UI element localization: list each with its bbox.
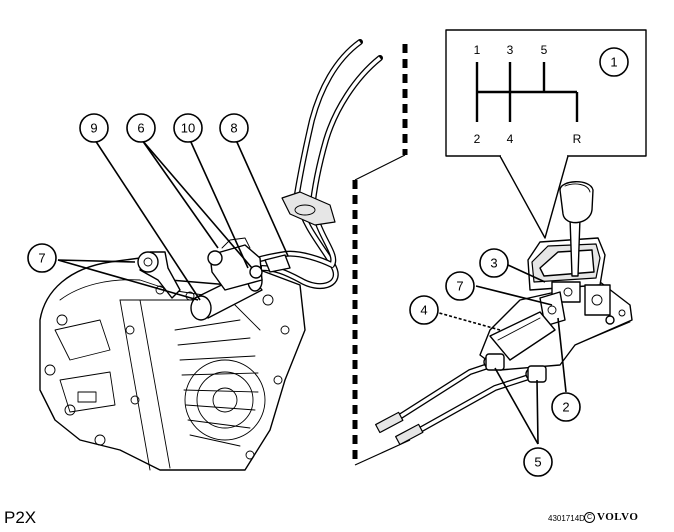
callout-7-right: 7 (445, 271, 475, 301)
gear-lever-assembly (479, 181, 633, 383)
leader-lines (57, 61, 615, 445)
gear-selector-mechanism (137, 237, 291, 321)
callout-7-left: 7 (27, 243, 57, 273)
callout-1: 1 (599, 47, 629, 77)
svg-text:8: 8 (230, 121, 237, 136)
gear-2-label: 2 (474, 132, 481, 146)
gear-5-label: 5 (541, 43, 548, 57)
cable-adjusters (483, 353, 547, 383)
gear-1-label: 1 (474, 43, 481, 57)
bulkhead-dashed-line (352, 44, 411, 466)
gear-r-label: R (573, 132, 582, 146)
h-pattern (475, 62, 579, 122)
svg-text:9: 9 (90, 121, 97, 136)
inset-pointer (499, 155, 569, 239)
callout-3: 3 (479, 248, 509, 278)
svg-text:5: 5 (534, 455, 541, 470)
svg-text:2: 2 (562, 400, 569, 415)
callout-9: 9 (79, 113, 109, 143)
shift-cables (247, 39, 538, 446)
svg-text:7: 7 (456, 279, 463, 294)
cable-grommet (281, 191, 336, 226)
transmission-housing (39, 257, 306, 471)
brand-logo: VOLVO (597, 511, 639, 523)
gear-4-label: 4 (507, 132, 514, 146)
svg-text:3: 3 (490, 256, 497, 271)
gear-3-label: 3 (507, 43, 514, 57)
callout-8: 8 (219, 113, 249, 143)
svg-text:1: 1 (610, 55, 617, 70)
shift-pattern-inset: 1 3 5 2 4 R (445, 29, 647, 239)
copyright-mark: C (584, 512, 595, 523)
callout-5: 5 (523, 447, 553, 477)
svg-text:4: 4 (420, 303, 427, 318)
callout-6: 6 (126, 113, 156, 143)
svg-text:6: 6 (137, 121, 144, 136)
callout-10: 10 (173, 113, 203, 143)
model-label: P2X (4, 508, 37, 527)
callout-2: 2 (551, 392, 581, 422)
svg-text:10: 10 (181, 121, 195, 136)
figure-code: 4301714D (548, 514, 585, 523)
callout-4: 4 (409, 295, 439, 325)
svg-text:7: 7 (38, 251, 45, 266)
